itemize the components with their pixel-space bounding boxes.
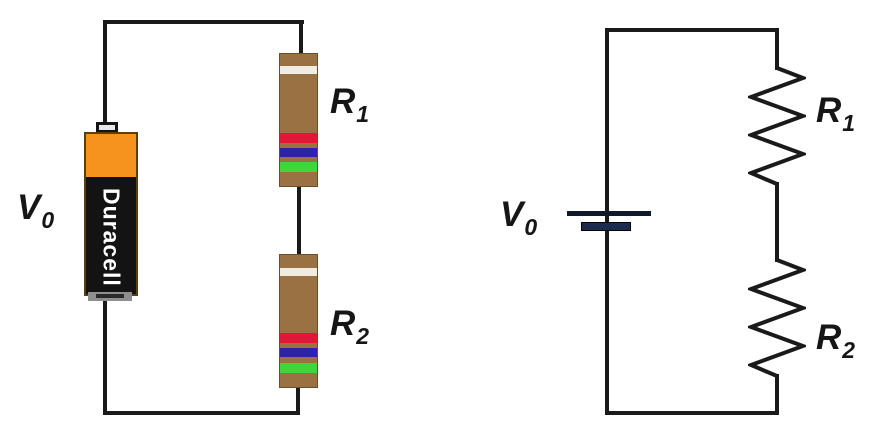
wire-bottom	[103, 411, 300, 415]
resistor-symbol-r1	[748, 66, 806, 186]
battery-terminal-cap	[96, 122, 118, 133]
r2-label-pictorial: R2	[330, 304, 369, 348]
wire-left-schematic	[605, 28, 609, 415]
v0-label-schematic: V0	[500, 195, 537, 239]
battery-plate-long	[567, 211, 651, 216]
wire-right-upper	[775, 28, 779, 70]
r2-main-schematic: R	[816, 318, 842, 357]
battery-black-body	[86, 177, 136, 294]
battery-brand-text: Duracell	[98, 188, 125, 287]
r1-band-blue	[280, 148, 317, 157]
r1-band-red	[280, 133, 317, 143]
battery-orange-top	[86, 134, 136, 177]
v0-sub: 0	[41, 207, 55, 233]
r2-band-white	[280, 268, 317, 276]
v0-main-schematic: V	[500, 195, 524, 234]
wire-from-r2	[296, 384, 300, 415]
r1-sub-schematic: 1	[842, 110, 856, 136]
resistor-symbol-r2	[748, 258, 806, 378]
wire-left-lower	[103, 294, 107, 415]
r1-main: R	[330, 82, 356, 121]
v0-sub-schematic: 0	[524, 214, 538, 240]
wire-right-lower	[775, 374, 779, 415]
wire-r1-r2	[297, 183, 301, 259]
r1-band-green	[280, 162, 317, 172]
r1-sub: 1	[356, 101, 370, 127]
battery-pictorial: Duracell	[84, 132, 138, 296]
r2-band-blue	[280, 348, 317, 357]
wire-left-upper	[103, 20, 107, 130]
v0-label-pictorial: V0	[17, 188, 54, 232]
r2-label-schematic: R2	[816, 318, 855, 362]
wire-bottom-schematic	[605, 411, 779, 415]
r2-sub: 2	[356, 323, 370, 349]
wire-top-schematic	[605, 28, 779, 32]
battery-plate-short	[581, 222, 631, 231]
battery-base	[88, 292, 132, 301]
r2-sub-schematic: 2	[842, 337, 856, 363]
r2-band-green	[280, 363, 317, 373]
r2-main: R	[330, 304, 356, 343]
r2-band-red	[280, 333, 317, 343]
r1-label-pictorial: R1	[330, 82, 369, 126]
r1-main-schematic: R	[816, 91, 842, 130]
r1-band-white	[280, 66, 317, 74]
v0-main: V	[17, 188, 41, 227]
battery-base-mark	[96, 294, 124, 298]
resistor-r1-pictorial	[279, 53, 318, 187]
r1-label-schematic: R1	[816, 91, 855, 135]
wire-right-middle	[775, 182, 779, 262]
wire-to-r1	[299, 20, 303, 60]
resistor-r2-pictorial	[279, 254, 318, 388]
wire-top	[103, 20, 304, 24]
